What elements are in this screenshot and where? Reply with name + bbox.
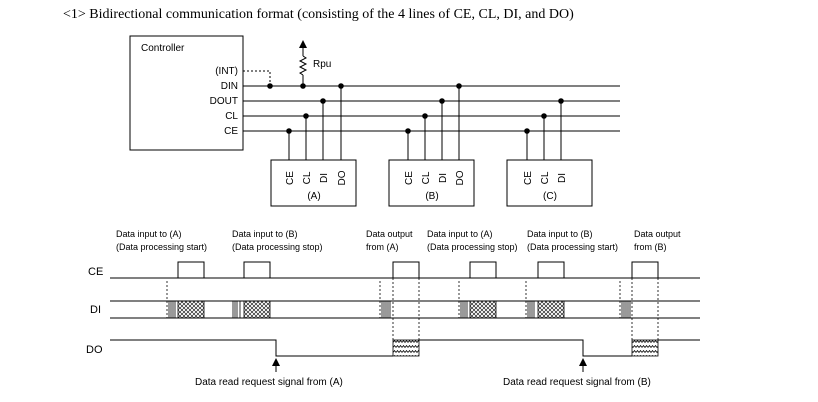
request-arrow-a: Data read request signal from (A) — [195, 358, 343, 388]
arrow-up-icon — [272, 358, 280, 366]
figure-title: <1> Bidirectional communication format (… — [63, 7, 574, 22]
device-c-label: (C) — [543, 191, 557, 202]
request-label-b: Data read request signal from (B) — [503, 377, 651, 388]
do-output-b — [631, 339, 659, 357]
request-label-a: Data read request signal from (A) — [195, 377, 343, 388]
annotation-2-line1: Data input to (B) — [232, 229, 298, 239]
annotation-6-line2: from (B) — [634, 242, 667, 252]
device-b: CE CL DI DO (B) — [388, 159, 475, 207]
do-waveform — [110, 339, 700, 357]
device-b-pin-do: DO — [455, 170, 466, 185]
do-output-a — [392, 339, 420, 357]
di-burst-5 — [525, 281, 565, 319]
signal-label-ce: CE — [88, 266, 103, 278]
di-burst-2 — [232, 300, 271, 319]
device-b-pin-cl: CL — [421, 171, 432, 184]
device-b-pin-ce: CE — [404, 171, 415, 185]
pin-label-din: DIN — [221, 81, 238, 92]
int-dashed-line — [243, 70, 271, 86]
device-a-taps — [288, 86, 342, 160]
annotation-6-line1: Data output — [634, 229, 681, 239]
device-c-pin-di: DI — [557, 173, 568, 183]
signal-label-di: DI — [90, 304, 101, 316]
device-c: CE CL DI (C) — [506, 159, 593, 207]
controller-block: Controller (INT) DIN DOUT CL CE — [129, 35, 244, 151]
device-a-pin-do: DO — [337, 170, 348, 185]
annotation-2-line2: (Data processing stop) — [232, 242, 323, 252]
annotation-5-line2: (Data processing start) — [527, 242, 618, 252]
device-b-pin-di: DI — [438, 173, 449, 183]
controller-box — [129, 35, 244, 151]
timing-annotations: Data input to (A) (Data processing start… — [116, 229, 681, 252]
di-burst-3 — [379, 278, 420, 340]
annotation-4-line2: (Data processing stop) — [427, 242, 518, 252]
device-c-taps — [526, 101, 562, 160]
annotation-1-line2: (Data processing start) — [116, 242, 207, 252]
bus-lines — [243, 85, 620, 132]
pin-label-ce: CE — [224, 126, 238, 137]
device-c-box — [506, 159, 593, 207]
device-a-label: (A) — [307, 191, 320, 202]
pin-label-cl: CL — [225, 111, 238, 122]
pullup-arrow-icon — [299, 40, 307, 48]
pin-label-int: (INT) — [215, 66, 238, 77]
di-burst-6 — [619, 278, 659, 340]
device-a: CE CL DI DO (A) — [270, 159, 357, 207]
pullup-label: Rpu — [313, 59, 331, 70]
di-burst-1 — [166, 281, 205, 319]
ce-waveform — [110, 261, 700, 279]
junction-dots — [267, 83, 564, 134]
signal-label-do: DO — [86, 344, 103, 356]
annotation-3-line2: from (A) — [366, 242, 399, 252]
pullup-resistor: Rpu — [298, 40, 331, 86]
annotation-3-line1: Data output — [366, 229, 413, 239]
device-b-label: (B) — [425, 191, 438, 202]
device-a-pin-ce: CE — [285, 171, 296, 185]
device-a-pin-di: DI — [319, 173, 330, 183]
request-arrow-b: Data read request signal from (B) — [503, 358, 651, 388]
resistor-icon — [298, 55, 308, 76]
device-b-box — [388, 159, 475, 207]
di-burst-4 — [458, 281, 497, 319]
pin-label-dout: DOUT — [210, 96, 238, 107]
annotation-5-line1: Data input to (B) — [527, 229, 593, 239]
device-a-box — [270, 159, 357, 207]
arrow-up-icon — [579, 358, 587, 366]
di-waveform — [110, 278, 700, 340]
device-c-pin-cl: CL — [540, 171, 551, 184]
controller-label: Controller — [141, 43, 185, 54]
device-a-pin-cl: CL — [302, 171, 313, 184]
device-c-pin-ce: CE — [523, 171, 534, 185]
annotation-1-line1: Data input to (A) — [116, 229, 182, 239]
annotation-4-line1: Data input to (A) — [427, 229, 493, 239]
device-b-taps — [407, 86, 460, 160]
